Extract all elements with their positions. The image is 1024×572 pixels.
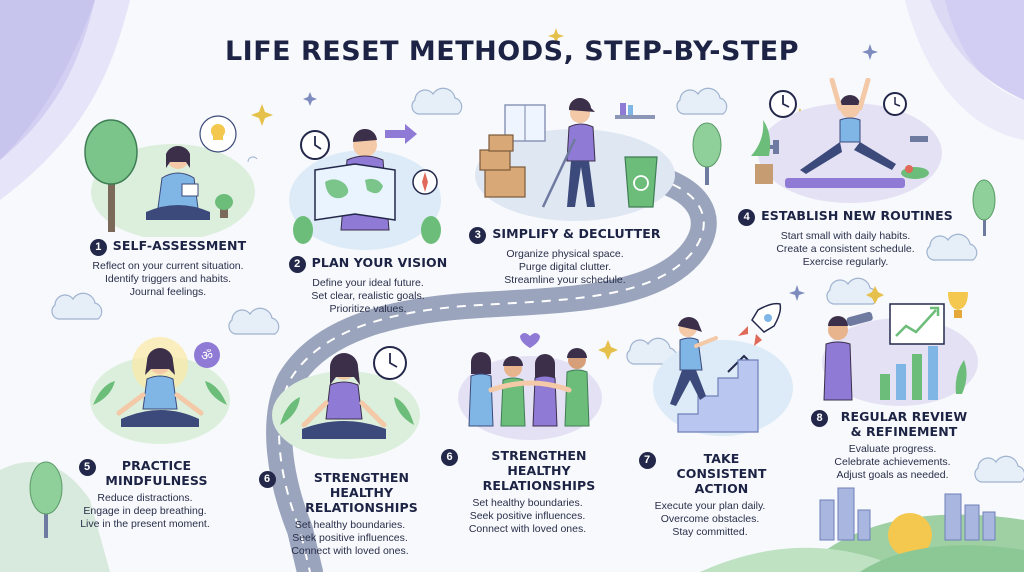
step-number-badge: 6	[258, 471, 276, 488]
step-title: PLAN YOUR VISION	[311, 255, 448, 270]
step-line: Set healthy boundaries.	[472, 497, 583, 509]
step-title: SIMPLIFY & DECLUTTER	[492, 226, 661, 241]
step-title: REGULAR REVIEW & REFINEMENT	[840, 409, 968, 439]
step-line: Evaluate progress.	[848, 443, 937, 455]
step-line: Engage in deep breathing.	[83, 505, 207, 517]
step-number-badge: 6	[441, 449, 458, 466]
step-line: Connect with loved ones.	[468, 523, 587, 535]
step-6a: 6 STRENGTHEN HEALTHY RELATIONSHIPS Set h…	[250, 470, 450, 558]
step-line: Identify triggers and habits.	[104, 273, 232, 285]
step-line: Set clear, realistic goals.	[311, 290, 425, 302]
step-5: 5 PRACTICE MINDFULNESS Reduce distractio…	[55, 458, 235, 531]
step-line: Define your ideal future.	[312, 277, 424, 289]
self-assessment-illustration	[84, 115, 258, 237]
step-line: Execute your plan daily.	[654, 500, 766, 512]
step-line: Organize physical space.	[506, 248, 624, 260]
plan-vision-illustration	[289, 124, 441, 250]
step-line: Seek positive influences.	[292, 532, 408, 544]
declutter-illustration	[475, 97, 675, 221]
step-line: Streamline your schedule.	[504, 274, 626, 286]
svg-text:ॐ: ॐ	[201, 349, 213, 364]
step-line: Exercise regularly.	[802, 256, 889, 268]
step-title: STRENGTHEN HEALTHY RELATIONSHIPS	[305, 470, 418, 515]
step-6b: 6 STRENGTHEN HEALTHY RELATIONSHIPS Set h…	[435, 448, 620, 536]
step-number-badge: 3	[469, 227, 487, 244]
step-number-badge: 7	[638, 452, 656, 469]
step-line: Reflect on your current situation.	[92, 260, 244, 272]
step-line: Create a consistent schedule.	[776, 243, 915, 255]
step-number-badge: 4	[738, 209, 756, 226]
step-line: Purge digital clutter.	[518, 261, 612, 273]
step-line: Adjust goals as needed.	[836, 469, 949, 481]
step-2: 2 PLAN YOUR VISION Define your ideal fut…	[268, 255, 468, 316]
step-7: 7 TAKE CONSISTENT ACTION Execute your pl…	[625, 451, 795, 539]
consistent-action-illustration	[653, 302, 793, 436]
step-line: Prioritize values.	[329, 303, 407, 315]
step-title: TAKE CONSISTENT ACTION	[676, 451, 767, 496]
page-title: LIFE RESET METHODS, STEP-BY-STEP	[224, 36, 800, 68]
meditation-illustration	[272, 346, 420, 459]
step-4: 4 ESTABLISH NEW ROUTINES Start small wit…	[728, 208, 963, 269]
step-line: Stay committed.	[672, 526, 748, 538]
step-line: Connect with loved ones.	[291, 545, 409, 557]
routines-illustration	[751, 78, 942, 203]
step-line: Start small with daily habits.	[780, 230, 911, 242]
step-3: 3 SIMPLIFY & DECLUTTER Organize physical…	[460, 226, 670, 287]
step-number-badge: 5	[78, 459, 96, 476]
step-title: PRACTICE MINDFULNESS	[105, 458, 208, 488]
step-title: SELF-ASSESSMENT	[112, 238, 247, 253]
step-number-badge: 2	[288, 256, 306, 273]
relationships-group-illustration	[458, 333, 602, 440]
step-line: Set healthy boundaries.	[294, 519, 406, 531]
step-1: 1 SELF-ASSESSMENT Reflect on your curren…	[58, 238, 278, 299]
step-line: Live in the present moment.	[80, 518, 210, 530]
step-title: ESTABLISH NEW ROUTINES	[761, 208, 953, 223]
step-line: Journal feelings.	[129, 286, 207, 298]
step-title: STRENGTHEN HEALTHY RELATIONSHIPS	[482, 448, 596, 493]
step-line: Celebrate achievements.	[834, 456, 951, 468]
step-number-badge: 8	[811, 410, 828, 427]
review-illustration	[822, 292, 978, 406]
step-line: Seek positive influences.	[469, 510, 586, 522]
mindfulness-illustration: ॐ	[90, 337, 230, 444]
step-8: 8 REGULAR REVIEW & REFINEMENT Evaluate p…	[800, 409, 985, 482]
step-line: Reduce distractions.	[97, 492, 193, 504]
step-line: Overcome obstacles.	[660, 513, 760, 525]
step-number-badge: 1	[89, 239, 107, 256]
